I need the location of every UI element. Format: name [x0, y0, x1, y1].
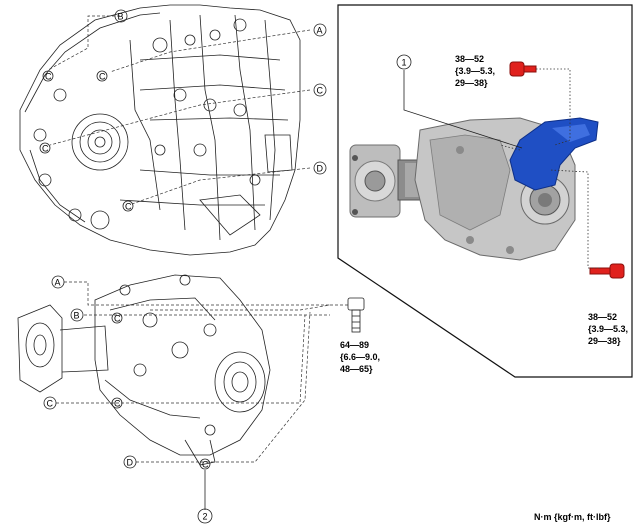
callout-a-top: A	[317, 26, 323, 36]
bolt-red-top-icon	[509, 61, 537, 77]
torque-mid-line-2: {6.6—9.0,	[340, 352, 380, 362]
units-label: N·m {kgf·m, ft·lbf}	[534, 512, 611, 522]
transfer-leaders	[56, 281, 331, 510]
torque-bottom-line-2: {3.9—5.3,	[588, 324, 628, 334]
torque-mid-line-3: 48—65}	[340, 364, 373, 374]
case-leaders	[47, 15, 311, 205]
torque-top-line-3: 29—38}	[455, 78, 488, 88]
callout-d-top: D	[317, 164, 324, 174]
bolt-red-bottom-icon	[589, 263, 625, 279]
callout-a-bottom: A	[55, 278, 61, 288]
c-marker-1: C	[45, 72, 52, 82]
callout-part-2: 2	[203, 512, 208, 522]
callout-c-bottom: C	[47, 399, 54, 409]
c-marker-6: C	[114, 399, 121, 409]
transfer-unit-drawing	[17, 274, 271, 466]
torque-top-line-2: {3.9—5.3,	[455, 66, 495, 76]
callout-part-1: 1	[402, 58, 407, 68]
transfer-callouts: A B C D 2	[43, 275, 213, 524]
callout-b-top: B	[118, 12, 124, 22]
callout-b-bottom: B	[74, 311, 80, 321]
callout-d-bottom: D	[127, 458, 134, 468]
c-marker-5: C	[114, 314, 121, 324]
c-marker-4: C	[125, 202, 132, 212]
c-marker-2: C	[99, 72, 106, 82]
callout-c-top: C	[317, 86, 324, 96]
transaxle-case-drawing	[19, 4, 301, 256]
photo-inset: 1 38—52 {3.9—5.3, 29—38} 38—52 {3.9—5.3,…	[337, 4, 633, 378]
torque-bottom-line-1: 38—52	[588, 312, 617, 322]
case-callouts: B A C D	[114, 9, 327, 175]
c-marker-7: C	[202, 460, 209, 470]
case-c-markers: C C C C	[39, 70, 134, 212]
c-marker-3: C	[42, 144, 49, 154]
transfer-unit-photo	[349, 117, 599, 261]
torque-bottom-line-3: 29—38}	[588, 336, 621, 346]
transfer-c-markers: C C C	[111, 312, 211, 470]
torque-mid-line-1: 64—89	[340, 340, 369, 350]
bolt-outline-icon	[347, 297, 365, 333]
torque-top-line-1: 38—52	[455, 54, 484, 64]
